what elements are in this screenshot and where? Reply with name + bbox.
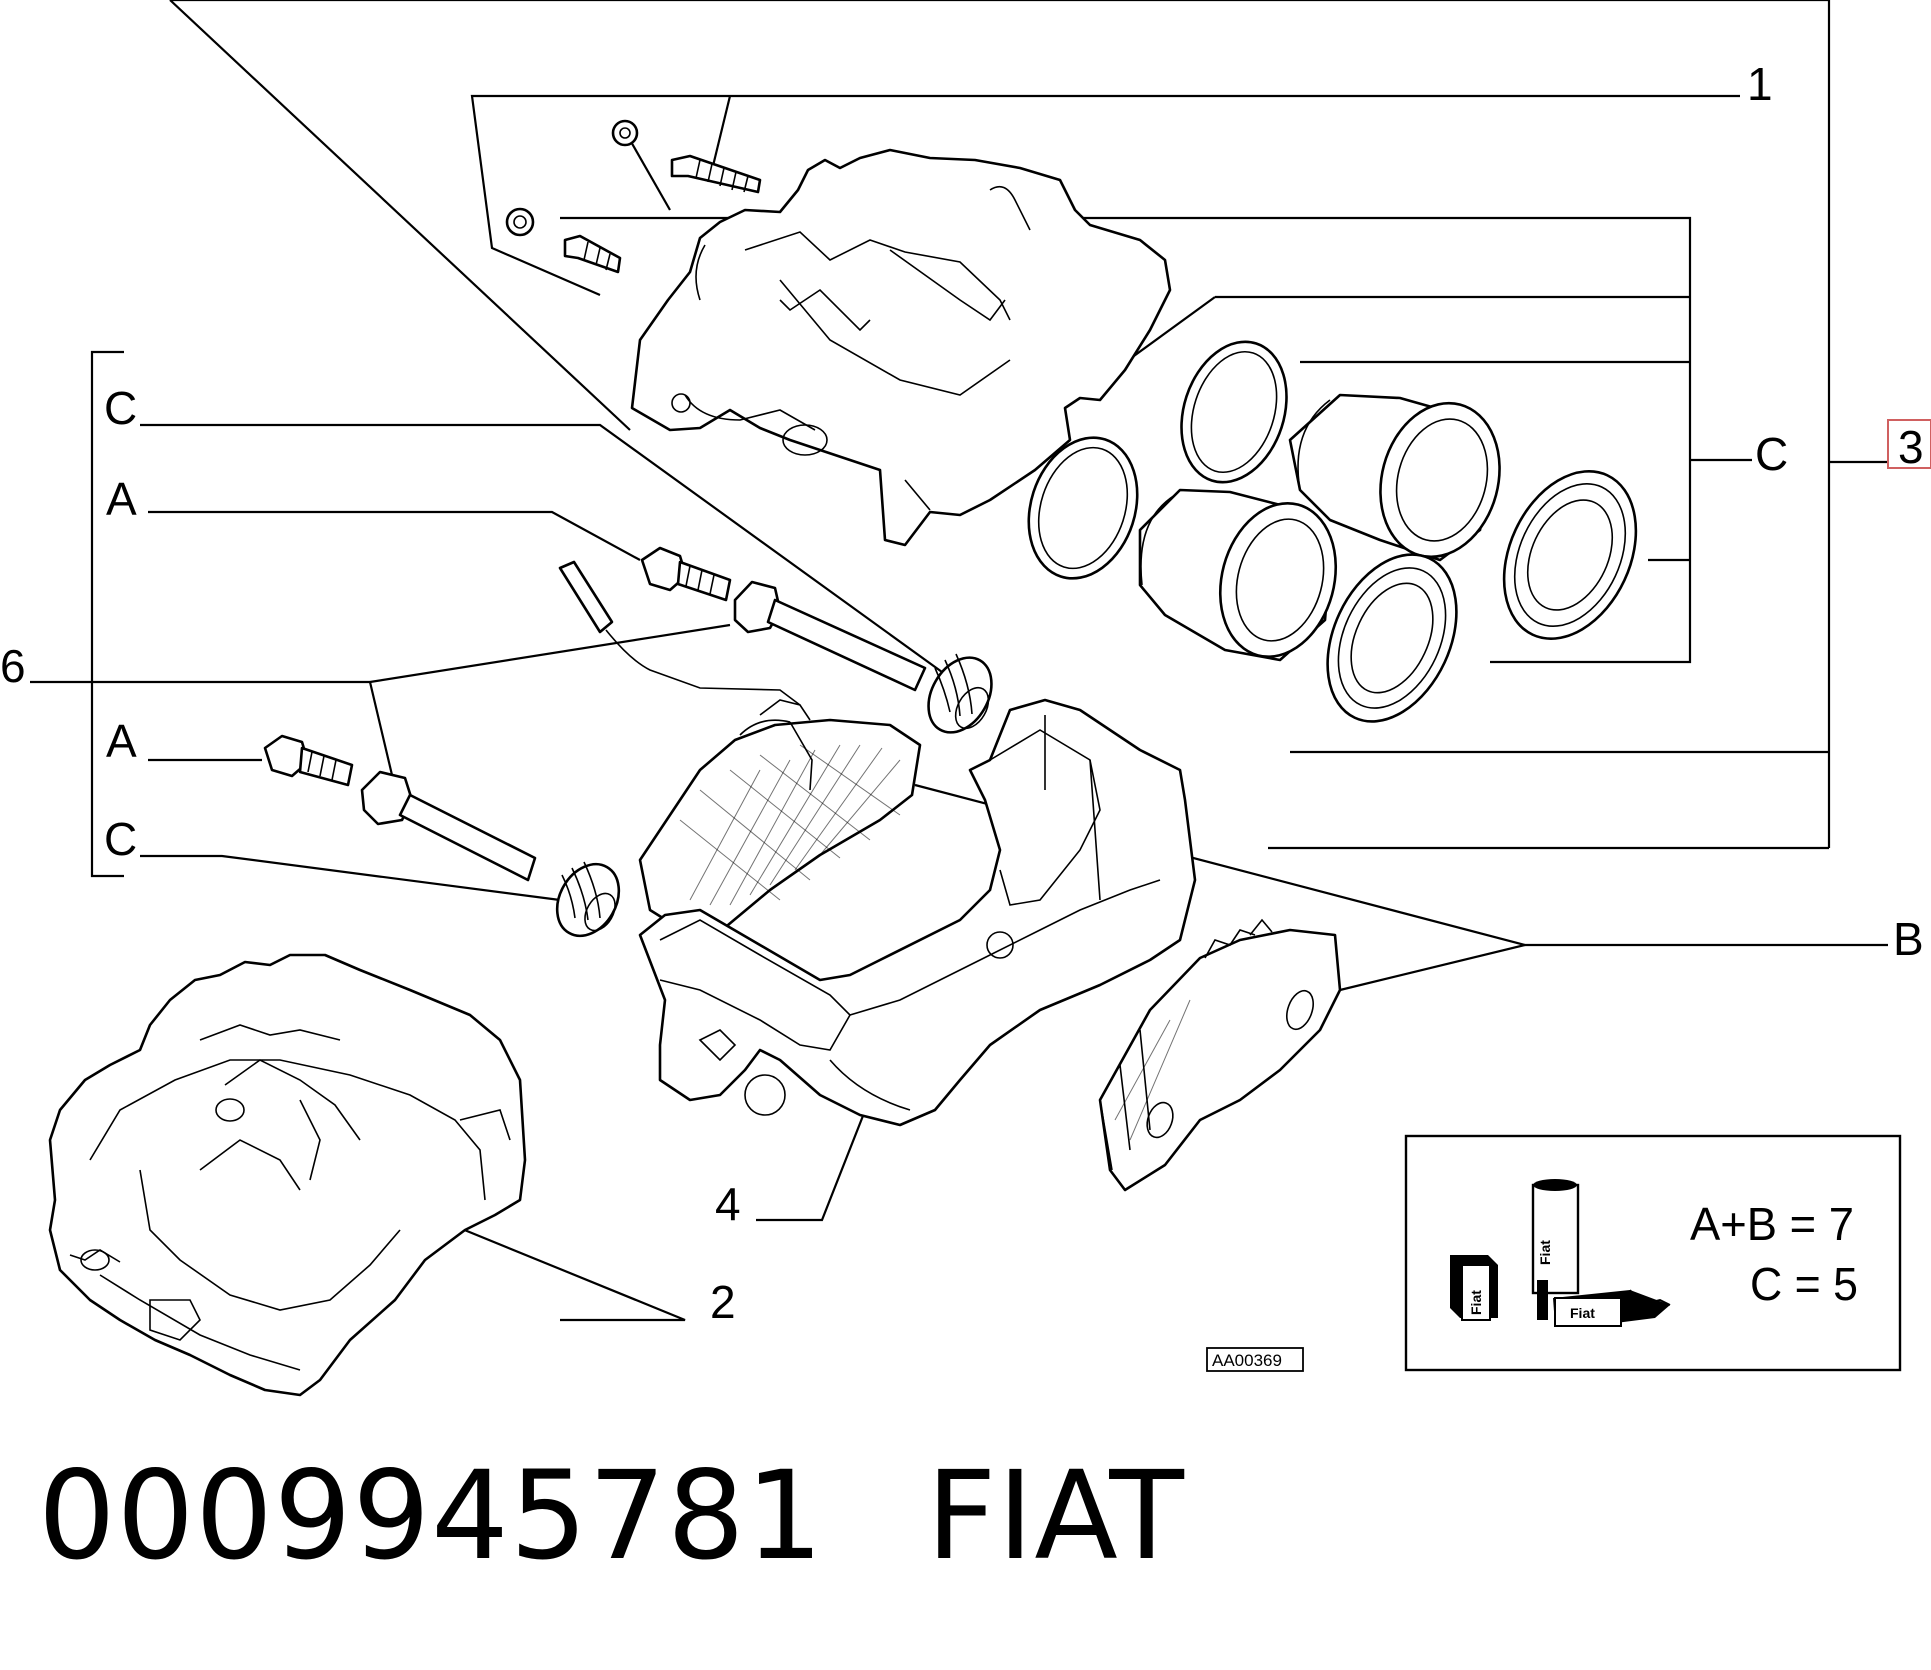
piston-seal-ring-2 — [1180, 340, 1288, 484]
part-number: 0009945781 — [38, 1445, 825, 1587]
kit-legend-box: Fiat Fiat Fiat A+B = 7 C = 5 — [1404, 1134, 1902, 1372]
brake-pad-inner — [638, 699, 922, 937]
bleed-screw — [558, 560, 801, 706]
callout-a-top: A — [106, 473, 137, 525]
dust-boot-upper — [1502, 470, 1638, 640]
callout-3: 3 — [1898, 421, 1924, 473]
caliper-bolts-top — [505, 119, 762, 274]
callout-1: 1 — [1747, 58, 1773, 110]
guide-bolt-lower — [263, 734, 354, 787]
caliper-assembly-complete — [48, 953, 527, 1397]
callout-6: 6 — [0, 640, 26, 692]
callout-kit-c: C — [1755, 428, 1788, 480]
kit-quantity-c: C = 5 — [1750, 1258, 1858, 1310]
kit-quantity-ab: A+B = 7 — [1690, 1198, 1854, 1250]
dust-boot-lower — [1326, 553, 1458, 723]
grease-can-icon: Fiat — [1531, 1179, 1580, 1320]
caliper-carrier-bracket — [638, 698, 1197, 1127]
brake-pad-outer — [1098, 918, 1342, 1192]
guide-boot-lower — [555, 861, 621, 938]
parts-box-left-icon: Fiat — [1450, 1255, 1498, 1321]
callout-c-bottom: C — [104, 813, 137, 865]
callout-2: 2 — [710, 1276, 736, 1328]
callout-labels: 1 3 C 6 C A A C B 4 2 — [0, 58, 1931, 1328]
callout-a-bottom: A — [106, 715, 137, 767]
parts-box-right-icon: Fiat — [1553, 1289, 1671, 1327]
guide-boot-upper — [927, 653, 993, 734]
piston-lower — [1138, 488, 1338, 662]
drawing-reference-code: AA00369 — [1212, 1351, 1282, 1370]
guide-pin-lower — [360, 770, 537, 882]
parts-box-left-label: Fiat — [1468, 1290, 1484, 1315]
parts-box-right-label: Fiat — [1570, 1305, 1595, 1321]
caliper-body-upper — [630, 148, 1172, 547]
guide-bolt-upper — [640, 546, 732, 602]
callout-c-top: C — [104, 382, 137, 434]
callout-3-highlight — [1887, 419, 1931, 469]
piston-upper — [1288, 393, 1501, 562]
piston-seal-ring-1 — [1027, 436, 1139, 580]
drawing-reference: AA00369 — [1206, 1347, 1304, 1372]
brand-name: FIAT — [926, 1445, 1185, 1587]
callout-4: 4 — [715, 1178, 741, 1230]
guide-pin-upper — [733, 580, 927, 692]
callout-b: B — [1893, 913, 1924, 965]
grease-can-label: Fiat — [1537, 1240, 1553, 1265]
